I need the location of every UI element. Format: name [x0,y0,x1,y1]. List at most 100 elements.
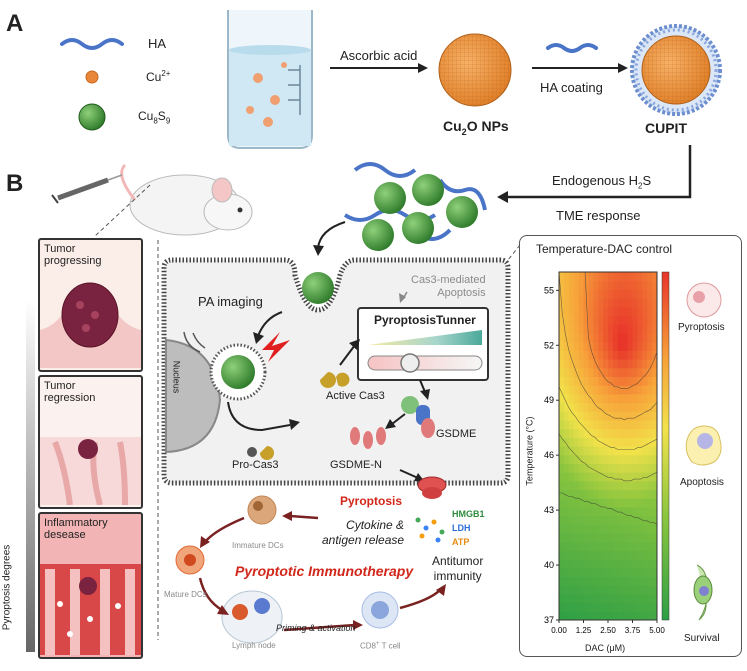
heatmap-cell [583,533,589,543]
heatmap-cell [603,498,609,508]
heatmap-cell [627,515,634,525]
heatmap-cell [652,341,657,351]
heatmap-cell [647,332,653,343]
heatmap-cell [563,298,570,308]
heatmap-cell [608,289,614,299]
heatmap-cell [568,498,575,508]
heatmap-cell [652,489,657,499]
heatmap-cell [563,463,570,473]
heatmap-cell [588,524,594,534]
heatmap-cell [622,498,629,508]
heatmap-cell [637,506,643,517]
heatmap-cell [583,506,589,517]
heatmap-cell [652,480,657,491]
heatmap-cell [608,367,614,377]
panel-b-graphics [51,145,692,644]
heatmap-cell [568,332,575,343]
heatmap-cell [612,289,619,299]
heatmap-cell [588,315,594,325]
heatmap-cell [603,489,609,499]
heatmap-cell [568,506,575,517]
apoptosis-cell-icon [685,425,722,466]
heatmap-cell [627,332,634,343]
heatmap-cell [598,576,604,586]
heatmap-cell [637,428,643,438]
heatmap-contour [559,433,657,482]
heatmap-cell [563,393,570,404]
heatmap-cell [583,602,589,612]
heatmap-cell [588,428,594,438]
heatmap-cell [652,602,657,612]
heatmap-cell [627,463,634,473]
heatmap-cell [608,341,614,351]
heatmap-cell [593,472,599,482]
heatmap-cell [598,611,604,620]
heatmap-cell [608,611,614,620]
heatmap-cell [652,385,657,395]
heatmap-cell [642,350,648,360]
heatmap-cell [578,446,585,456]
heatmap-cell [637,550,643,560]
heatmap-cell [642,454,648,464]
heatmap-cell [559,515,565,525]
heatmap-cell [632,367,638,377]
heatmap-cell [642,567,648,578]
heatmap-cell [573,593,580,604]
heatmap-cell [617,593,624,604]
heatmap-cell [603,437,609,447]
heatmap-cell [608,428,614,438]
heatmap-cell [593,428,599,438]
heatmap-cell [617,524,624,534]
heatmap-cell [583,393,589,404]
heatmap-cell [588,298,594,308]
heatmap-cell [608,524,614,534]
heatmap-cell [598,446,604,456]
heatmap-cell [612,480,619,491]
heatmap-cell [627,350,634,360]
heatmap-cell [617,298,624,308]
heatmap-cell [559,367,565,377]
heatmap-cell [627,341,634,351]
heatmap-cell [588,419,594,430]
heatmap-cell [622,367,629,377]
heatmap-cell [578,332,585,343]
heatmap-cell [593,576,599,586]
heatmap-cell [617,367,624,377]
heatmap-cell [573,411,580,421]
cd8-t-cell-icon [361,591,399,629]
heatmap-cell [617,541,624,551]
heatmap-cell [603,463,609,473]
pyroptosis-tunner-title: PyroptosisTunner [374,313,476,327]
heatmap-cell [593,289,599,299]
heatmap-cell [563,533,570,543]
heatmap-cell [568,315,575,325]
heatmap-ylabel: Temperature (°C) [524,416,535,486]
heatmap-cell [647,567,653,578]
heatmap-cell [642,559,648,569]
heatmap-cell [627,585,634,595]
heatmap-cell [652,550,657,560]
heatmap-cell [617,506,624,517]
y-tick-label: 37 [544,615,554,625]
heatmap-cell [627,446,634,456]
heatmap-cell [632,541,638,551]
y-tick-label: 46 [544,450,554,460]
heatmap-cell [642,446,648,456]
heatmap-cell [588,385,594,395]
heatmap-cell [583,446,589,456]
heatmap-cell [612,541,619,551]
heatmap-cell [593,306,599,317]
heatmap-cell [637,567,643,578]
heatmap-cell [578,611,585,620]
heatmap-cell [632,489,638,499]
heatmap-cell [603,506,609,517]
heatmap-cell [598,419,604,430]
heatmap-cell [642,498,648,508]
heatmap-cell [647,576,653,586]
heatmap-cell [588,272,594,282]
pyroptosis-label: Pyroptosis [340,494,403,508]
heatmap-contour [559,492,657,525]
heatmap-cell [617,393,624,404]
